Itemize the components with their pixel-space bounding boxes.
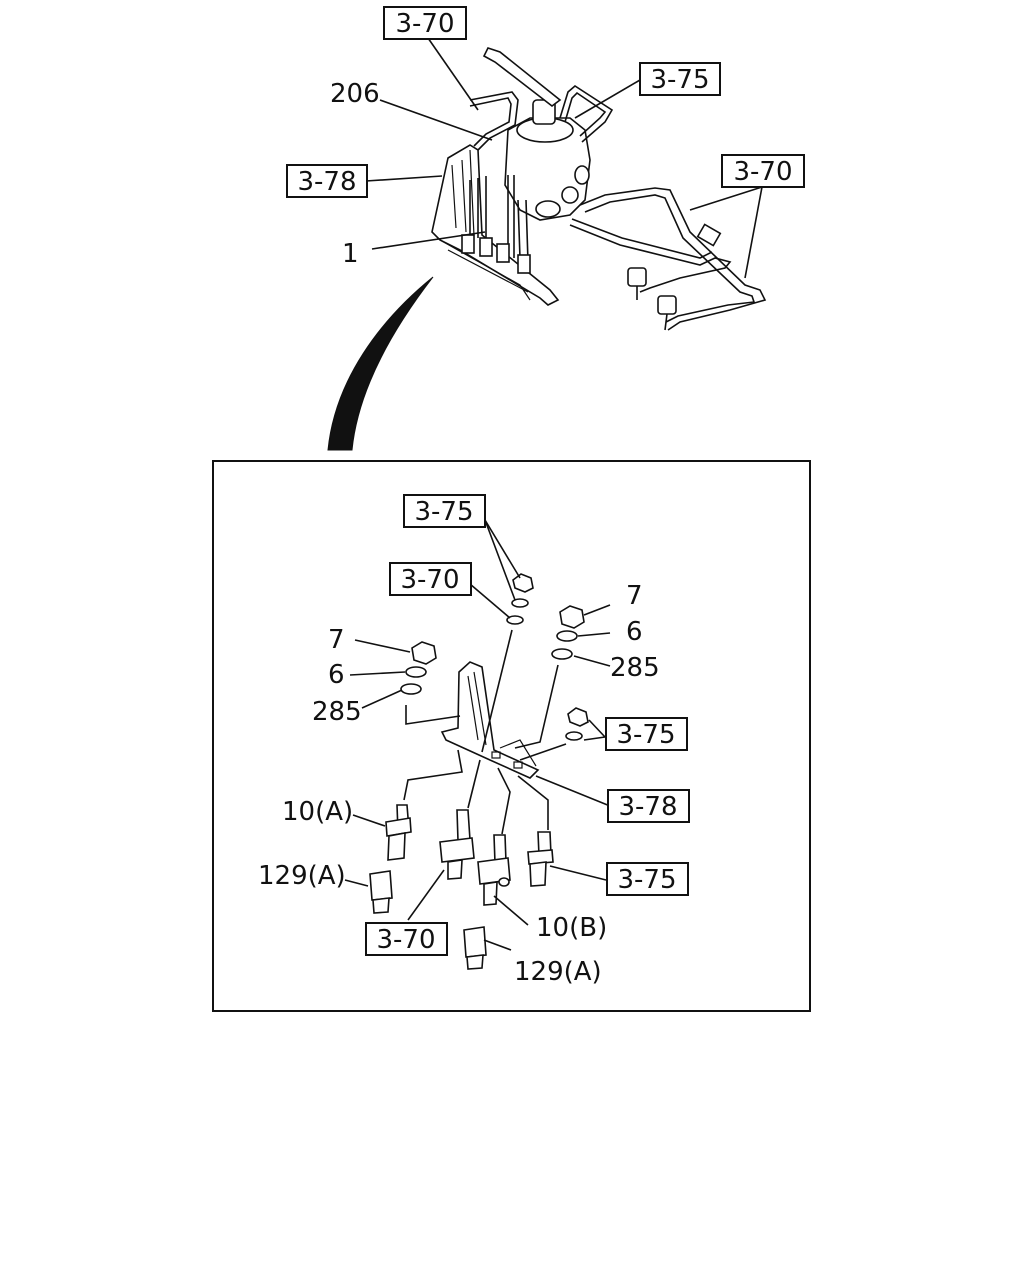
ref-label: 3-78 xyxy=(297,167,356,197)
part-number-7-left: 7 xyxy=(328,625,345,655)
pipe-fitting-nut xyxy=(657,295,677,315)
ref-box-top-3-70[interactable]: 3-70 xyxy=(383,6,467,40)
detail-bracket xyxy=(440,661,540,779)
ref-box-detail-3-70-top[interactable]: 3-70 xyxy=(389,562,472,596)
part-number-1: 1 xyxy=(342,239,359,269)
ref-box-detail-3-75-top[interactable]: 3-75 xyxy=(403,494,486,528)
washer-6-left xyxy=(405,666,427,678)
ref-box-top-3-75[interactable]: 3-75 xyxy=(639,62,721,96)
ref-label: 3-75 xyxy=(650,65,709,95)
part-number-285-left: 285 xyxy=(312,697,362,727)
ref-label: 3-70 xyxy=(395,9,454,39)
fitting-129a-bottom xyxy=(463,926,487,958)
part-number-6-left: 6 xyxy=(328,660,345,690)
ref-label: 3-70 xyxy=(400,565,459,595)
ref-label: 3-70 xyxy=(376,925,435,955)
detail-leaders xyxy=(344,519,611,951)
nut-top-center xyxy=(512,573,534,593)
ref-box-left-3-78[interactable]: 3-78 xyxy=(286,164,368,198)
top-leaders xyxy=(365,37,763,279)
part-number-7-right: 7 xyxy=(626,581,643,611)
ref-label: 3-75 xyxy=(616,720,675,750)
washer-285-right xyxy=(551,648,573,660)
ref-box-detail-3-70-bottom[interactable]: 3-70 xyxy=(365,922,448,956)
fitting-129a-left xyxy=(369,870,393,901)
tee-connector-left xyxy=(456,809,471,842)
washer-285-left xyxy=(400,683,422,695)
part-number-206: 206 xyxy=(330,79,380,109)
ref-label: 3-78 xyxy=(618,792,677,822)
nut-7-left xyxy=(411,641,437,665)
ref-label: 3-75 xyxy=(414,497,473,527)
nut-7-right xyxy=(559,605,585,629)
part-number-10a: 10(A) xyxy=(282,797,353,827)
ref-box-detail-3-75-mid[interactable]: 3-75 xyxy=(605,717,688,751)
ref-box-detail-3-78[interactable]: 3-78 xyxy=(607,789,690,823)
part-number-129a-left: 129(A) xyxy=(258,861,346,891)
ref-box-detail-3-75-low[interactable]: 3-75 xyxy=(606,862,689,896)
nut-right-lower xyxy=(567,707,589,727)
part-number-285-right: 285 xyxy=(610,653,660,683)
detail-pointer-arrow xyxy=(327,276,434,451)
detail-view xyxy=(369,573,589,970)
part-number-129a-bottom: 129(A) xyxy=(514,957,602,987)
ref-label: 3-70 xyxy=(733,157,792,187)
pipe-fitting-nut xyxy=(627,267,647,287)
ref-label: 3-75 xyxy=(617,865,676,895)
top-assembly-view xyxy=(431,47,767,331)
detail-frame xyxy=(212,460,811,1012)
part-number-6-right: 6 xyxy=(626,617,643,647)
ref-box-right-3-70[interactable]: 3-70 xyxy=(721,154,805,188)
part-number-10b: 10(B) xyxy=(536,913,607,943)
washer-6-right xyxy=(556,630,578,642)
brake-lever xyxy=(482,47,562,108)
